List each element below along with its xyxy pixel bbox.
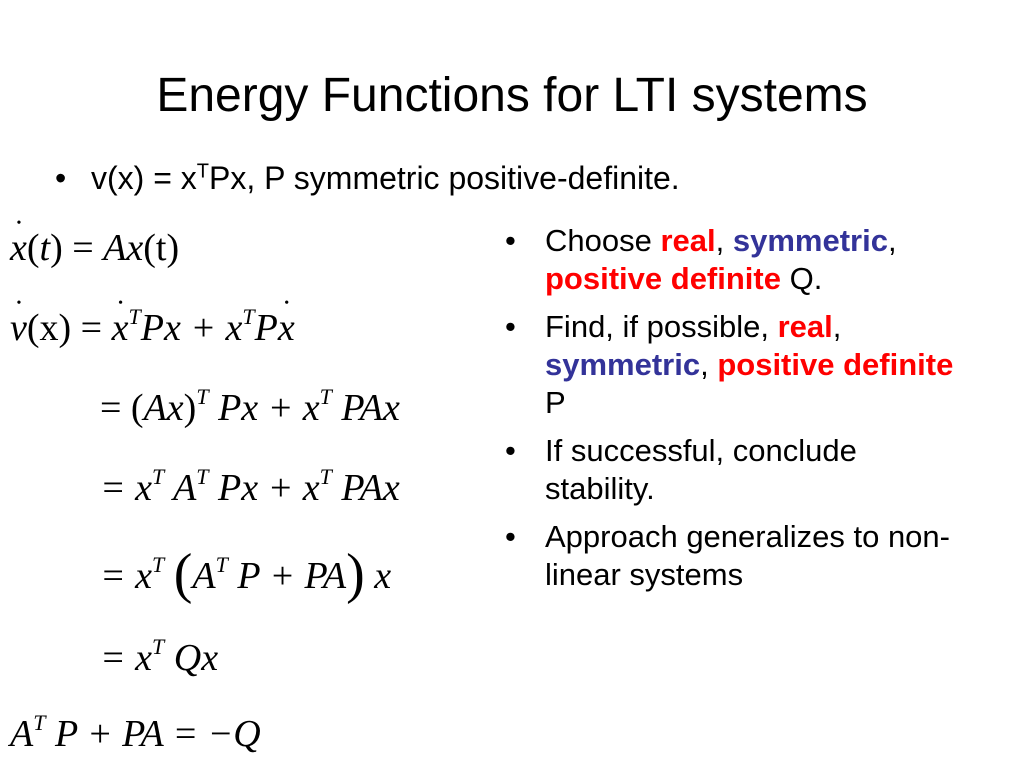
procedure-bullet-2: • Find, if possible, real, symmetric, pos… <box>505 308 975 422</box>
lhs: (x) = <box>26 307 112 349</box>
big-paren-right: ) <box>346 543 365 605</box>
equals: = x <box>100 555 153 597</box>
bullet-text-part: If successful, conclude stability. <box>545 433 857 506</box>
var-A: A <box>164 467 197 509</box>
equation-state: x(t) = Ax(t) <box>10 226 179 270</box>
var-t: t <box>39 227 51 269</box>
transpose-superscript: T <box>196 160 209 183</box>
equation-step-1: = (Ax)T Px + xT PAx <box>100 384 400 435</box>
bullet-dot: • <box>55 160 67 196</box>
x-dot: x <box>10 226 27 270</box>
procedure-bullet-1: • Choose real, symmetric, positive defini… <box>505 222 975 298</box>
bullet-text-part: Choose <box>545 223 661 258</box>
term: Px + x <box>140 307 243 349</box>
equation-step-3: = xT (AT P + PA) x <box>100 543 392 605</box>
equals: = ( <box>100 387 144 429</box>
bullet-dot: • <box>505 223 516 258</box>
equation-step-2: = xT AT Px + xT PAx <box>100 464 400 515</box>
term: Px + x <box>208 467 320 509</box>
sup-T: T <box>33 710 46 735</box>
paren: ( <box>26 227 40 269</box>
bullet-text-part: real <box>660 223 716 258</box>
term: PAx <box>331 467 400 509</box>
equals: = x <box>100 467 153 509</box>
x-dot: x <box>112 306 129 350</box>
equals: ) = <box>50 227 104 269</box>
term: Qx <box>164 637 219 679</box>
equals: = x <box>100 637 153 679</box>
var-A: A <box>103 227 127 269</box>
bullet-text-part: Find, if possible, <box>545 309 778 344</box>
sup-T: T <box>215 552 228 577</box>
equation-vdot: v(x) = xTPx + xTPx <box>10 304 295 355</box>
bullet-text-part: , <box>832 309 842 344</box>
bullet-text-part: positive definite <box>545 261 781 296</box>
bullet-text-part: , <box>715 223 733 258</box>
sup-T: T <box>152 464 165 489</box>
equation-step-4: = xT Qx <box>100 634 219 685</box>
sup-T: T <box>319 384 332 409</box>
lyapunov-equation: AT P + PA = −Q <box>10 710 261 761</box>
rest: (t) <box>143 227 180 269</box>
bullet-text-prefix: v(x) = x <box>91 160 197 196</box>
slide-title: Energy Functions for LTI systems <box>156 69 868 122</box>
x-dot: x <box>278 306 295 350</box>
term: P + PA <box>227 555 347 597</box>
bullet-text-part: Q. <box>780 261 823 296</box>
bullet-text-suffix: Px, P symmetric positive-definite. <box>209 160 680 196</box>
procedure-bullet-4: • Approach generalizes to non-linear syst… <box>505 518 975 594</box>
bullet-text-part: Approach generalizes to non-linear syste… <box>545 519 950 592</box>
term: PAx <box>331 387 400 429</box>
sup-T: T <box>152 552 165 577</box>
sup-T: T <box>196 384 209 409</box>
term: Ax <box>143 387 184 429</box>
var-x: x <box>126 227 144 269</box>
var-x: x <box>364 555 392 597</box>
bullet-text-part: real <box>777 309 833 344</box>
bullet-text-part: , <box>887 223 897 258</box>
var-A: A <box>10 713 34 755</box>
procedure-bullet-3: • If successful, conclude stability. <box>505 432 975 508</box>
bullet-text-part: P <box>545 385 566 420</box>
bullet-dot: • <box>505 309 516 344</box>
bullet-dot: • <box>505 433 516 468</box>
procedure-bullets: • Choose real, symmetric, positive defini… <box>505 222 975 604</box>
big-paren-left: ( <box>173 543 193 605</box>
sup-T: T <box>128 304 141 329</box>
sup-T: T <box>152 634 165 659</box>
paren: ) <box>183 387 197 429</box>
var-A: A <box>192 555 216 597</box>
energy-function-bullet: • v(x) = xTPx, P symmetric positive-defin… <box>55 156 680 200</box>
bullet-text-part: symmetric <box>545 347 701 382</box>
term: P + PA = −Q <box>45 713 261 755</box>
v-dot: v <box>10 306 27 350</box>
bullet-text-part: , <box>700 347 718 382</box>
term: Px + x <box>208 387 320 429</box>
var-P: P <box>254 307 278 349</box>
bullet-text-part: symmetric <box>732 223 888 258</box>
bullet-text-part: positive definite <box>717 347 954 382</box>
sup-T: T <box>196 464 209 489</box>
sup-T: T <box>242 304 255 329</box>
bullet-dot: • <box>505 519 516 554</box>
sup-T: T <box>319 464 332 489</box>
